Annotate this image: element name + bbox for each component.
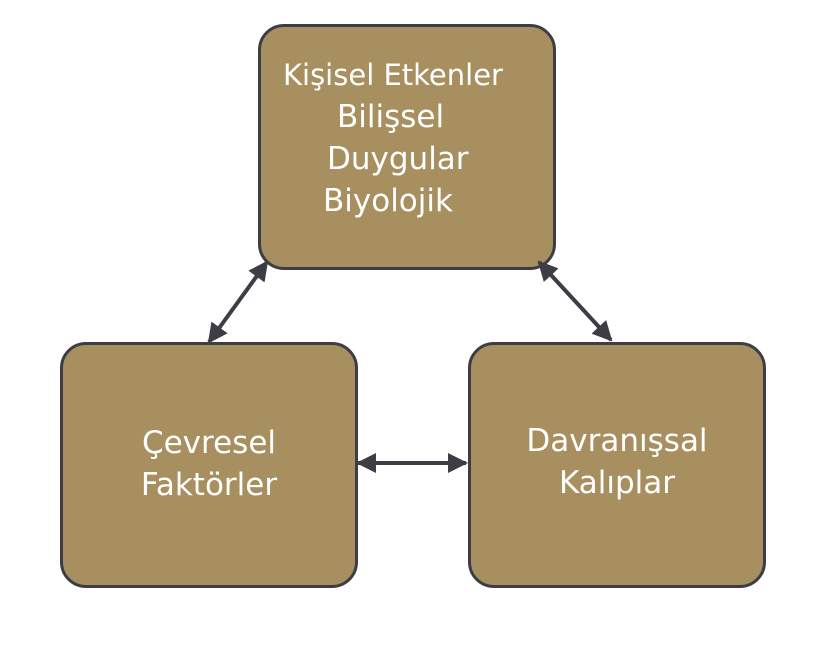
behavioral-label-line1: Davranışsal: [526, 423, 708, 459]
emotions-label: Duygular: [327, 141, 469, 177]
environmental-label-line1: Çevresel: [141, 425, 277, 461]
environmental-factors-box: Çevresel Faktörler: [60, 342, 358, 588]
behavioral-label-line2: Kalıplar: [558, 465, 676, 501]
arrow-personal-behavioral: [537, 260, 613, 342]
personal-factors-box: Kişisel Etkenler Bilişsel Duygular Biyol…: [258, 24, 556, 270]
biological-label: Biyolojik: [323, 183, 453, 219]
personal-factors-title: Kişisel Etkenler: [283, 58, 503, 92]
behavioral-patterns-box: Davranışsal Kalıplar: [468, 342, 766, 588]
cognitive-label: Bilişsel: [337, 99, 445, 135]
arrow-personal-environmental: [207, 260, 269, 344]
environmental-label-line2: Faktörler: [140, 467, 278, 503]
